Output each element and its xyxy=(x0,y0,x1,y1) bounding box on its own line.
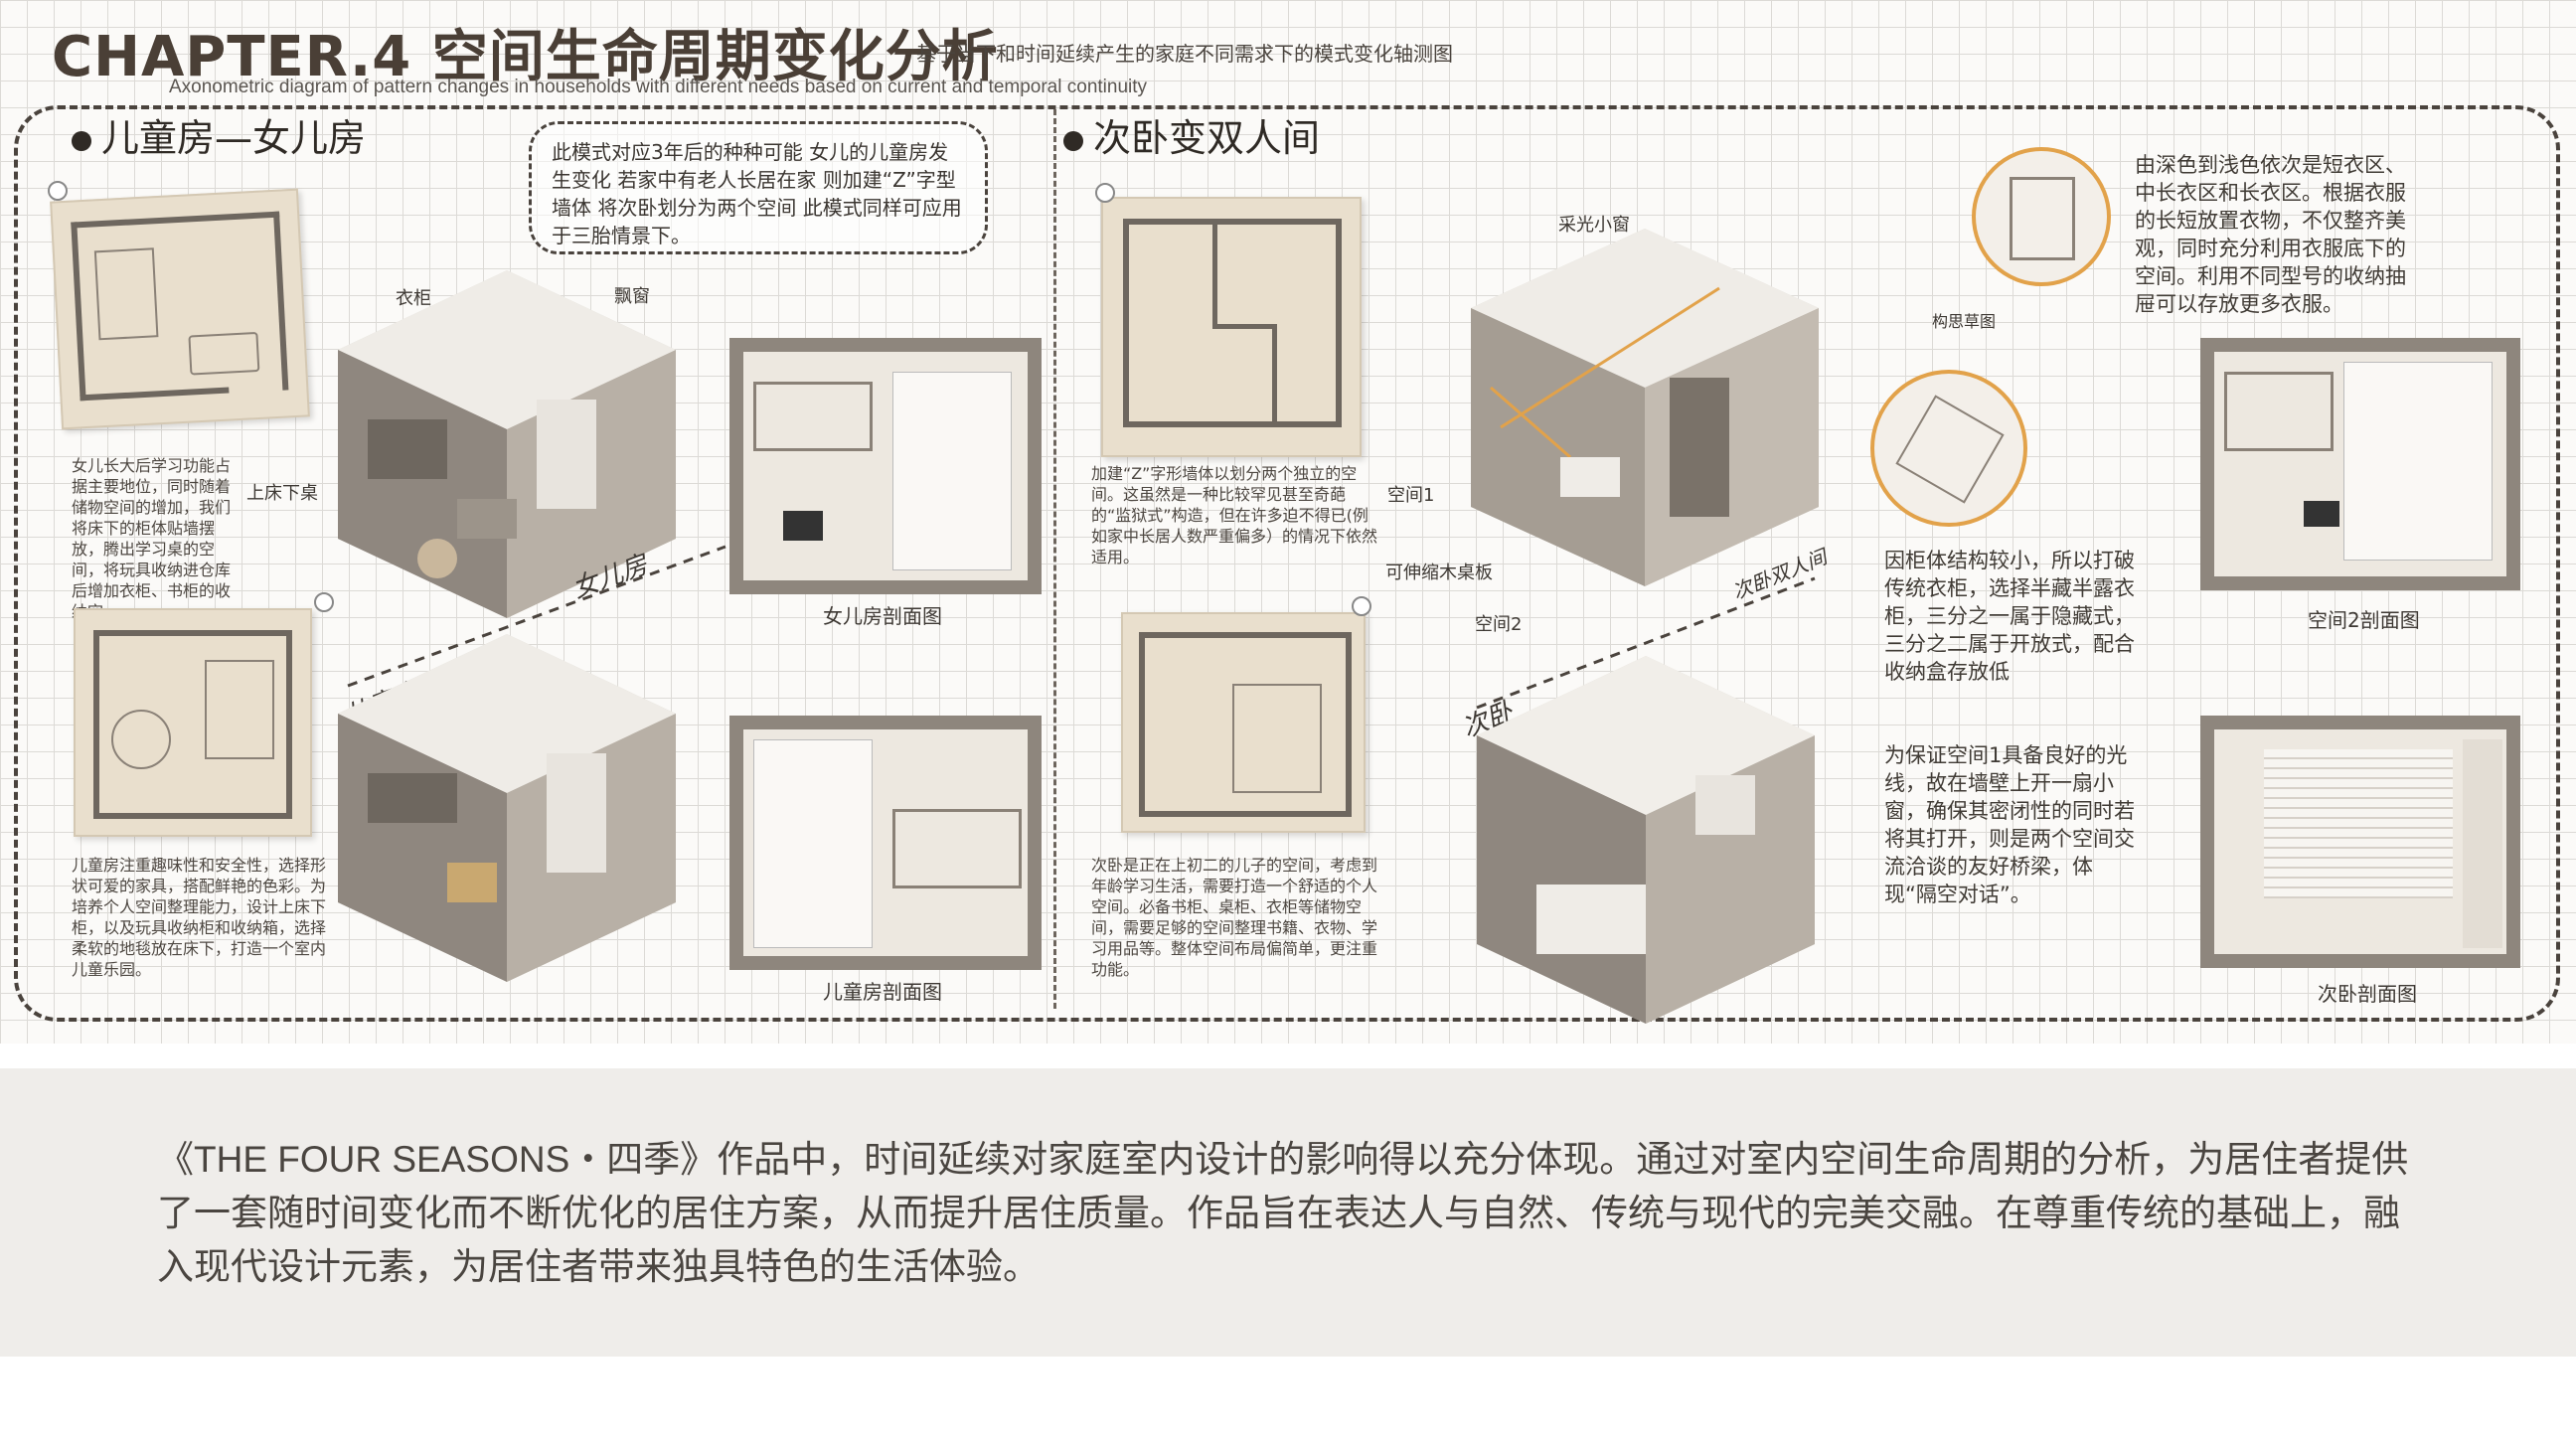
label-loft-bed: 上床下桌 xyxy=(246,483,318,504)
wardrobe xyxy=(892,372,1012,570)
label-space1: 空间1 xyxy=(1387,485,1435,506)
left-heading-text: 儿童房—女儿房 xyxy=(101,116,367,160)
label-concept-sketch: 构思草图 xyxy=(1932,312,1997,331)
wardrobe xyxy=(2343,362,2493,561)
monitor xyxy=(783,511,823,541)
transition-arrow xyxy=(1476,576,1816,710)
pin-icon xyxy=(314,592,334,612)
caption-second-bedroom-section: 次卧剖面图 xyxy=(2318,982,2417,1006)
note-box-text: 此模式对应3年后的种种可能 女儿的儿童房发生变化 若家中有老人长居在家 则加建“… xyxy=(552,140,962,247)
left-heading: 儿童房—女儿房 xyxy=(72,107,366,162)
caption-child-section: 儿童房剖面图 xyxy=(823,980,942,1004)
pin-icon xyxy=(48,181,68,201)
label-skylight: 采光小窗 xyxy=(1558,215,1630,236)
caption-space2-section: 空间2剖面图 xyxy=(2308,608,2420,632)
right-heading-text: 次卧变双人间 xyxy=(1093,116,1321,160)
second-bedroom-text: 次卧是正在上初二的儿子的空间，考虑到年龄学习生活，需要打造一个舒适的个人空间。必… xyxy=(1091,856,1378,979)
panel-divider xyxy=(1053,109,1056,1009)
dashed-frame xyxy=(14,105,2560,1022)
plan-child-room xyxy=(74,608,312,837)
transition-arrow xyxy=(347,545,726,688)
label-wardrobe: 衣柜 xyxy=(396,288,431,309)
iso-daughter-room xyxy=(338,270,676,618)
plan-second-bedroom xyxy=(1121,612,1366,833)
curtain xyxy=(2463,739,2502,948)
section-daughter-room xyxy=(729,338,1042,594)
iso-double-room xyxy=(1471,229,1819,586)
diagram-board: CHAPTER.4 空间生命周期变化分析 基于当下和时间延续产生的家庭不同需求下… xyxy=(0,0,2576,1044)
cabinet-text: 因柜体结构较小，所以打破传统衣柜，选择半藏半露衣柜，三分之一属于隐藏式，三分之二… xyxy=(1884,549,2135,684)
subtitle-cn: 基于当下和时间延续产生的家庭不同需求下的模式变化轴测图 xyxy=(916,42,1453,66)
pin-icon xyxy=(1095,183,1115,203)
wardrobe xyxy=(753,739,873,948)
shelf xyxy=(753,382,873,451)
lighting-text: 为保证空间1具备良好的光线，故在墙壁上开一扇小窗，确保其密闭性的同时若将其打开，… xyxy=(1884,743,2135,906)
iso-child-room xyxy=(338,634,676,982)
wardrobe-detail-circle xyxy=(1972,147,2111,286)
subtitle-en: Axonometric diagram of pattern changes i… xyxy=(169,77,1148,97)
caption-daughter-section: 女儿房剖面图 xyxy=(823,604,942,628)
note-box: 此模式对应3年后的种种可能 女儿的儿童房发生变化 若家中有老人长居在家 则加建“… xyxy=(529,121,988,254)
bullet-dot xyxy=(72,130,91,151)
label-space2: 空间2 xyxy=(1475,614,1523,635)
daughter-room-text: 女儿长大后学习功能占据主要地位，同时随着储物空间的增加，我们将床下的柜体贴墙摆放… xyxy=(72,456,232,621)
label-extendable-desk: 可伸缩木桌板 xyxy=(1385,563,1493,583)
monitor xyxy=(2304,501,2339,527)
window-blinds xyxy=(2264,749,2453,898)
label-bay-window: 飘窗 xyxy=(614,286,650,307)
footer-text: 《THE FOUR SEASONS・四季》作品中，时间延续对家庭室内设计的影响得… xyxy=(157,1139,2409,1287)
double-room-text: 加建“Z”字形墙体以划分两个独立的空间。这虽然是一种比较罕见甚至奇葩的“监狱式”… xyxy=(1091,464,1378,566)
plan-daughter-room xyxy=(50,188,310,430)
section-space2 xyxy=(2200,338,2520,590)
shelf xyxy=(2224,372,2334,451)
page-title: CHAPTER.4 空间生命周期变化分析 xyxy=(52,25,999,89)
pin-icon xyxy=(1352,596,1371,616)
plan-double-room xyxy=(1101,197,1362,457)
sketch-detail-circle xyxy=(1870,370,2027,527)
iso-second-bedroom xyxy=(1477,656,1815,1024)
section-child-room xyxy=(729,716,1042,970)
wardrobe-zone-text: 由深色到浅色依次是短衣区、中长衣区和长衣区。根据衣服的长短放置衣物，不仅整齐美观… xyxy=(2135,153,2406,316)
shelf xyxy=(892,809,1022,888)
section-second-bedroom xyxy=(2200,716,2520,968)
right-heading: 次卧变双人间 xyxy=(1063,107,1320,162)
bullet-dot xyxy=(1063,130,1083,151)
footer-band xyxy=(0,1068,2576,1357)
child-room-text: 儿童房注重趣味性和安全性，选择形状可爱的家具，搭配鲜艳的色彩。为培养个人空间整理… xyxy=(72,856,327,979)
